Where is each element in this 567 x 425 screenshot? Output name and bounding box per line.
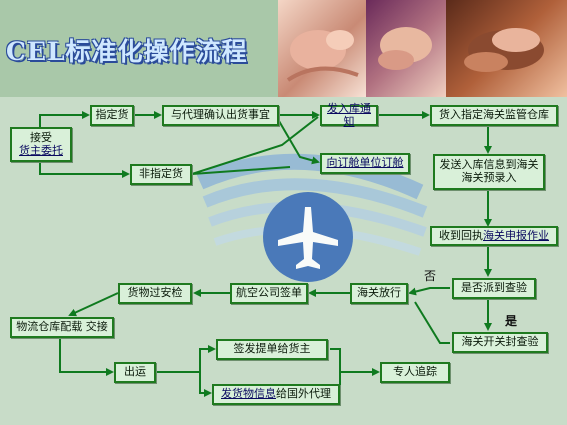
node-customs-release: 海关放行 [350,283,408,304]
node-send-info-foreign: 发货物信息给国外代理 [212,384,340,405]
hands-illustration-2 [378,27,432,70]
flowchart-area: 接受 货主委托 指定货 与代理确认出货事宜 非指定货 发入库通知 向订舱单位订舱… [0,97,567,425]
hands-illustration-3 [464,28,544,72]
label-no: 否 [424,269,437,283]
node-warehouse: 货入指定海关监管仓库 [430,105,558,126]
node-inspection-label: 是否派到查验 [461,281,527,295]
node-issue-bill-label: 签发提单给货主 [233,342,311,356]
node-send-info-foreign-label-b: 给国外代理 [276,387,331,401]
node-send-info-customs: 发送入库信息到海关 海关预录入 [433,154,545,190]
node-confirm-label: 与代理确认出货事宜 [171,108,270,122]
node-inbound-notice: 发入库通知 [320,101,378,128]
node-accept-commission: 接受 货主委托 [10,127,72,162]
node-customs-release-label: 海关放行 [357,286,401,300]
node-send-info-line1: 发送入库信息到海关 [439,158,539,172]
node-ship-out-label: 出运 [124,365,146,379]
node-receipt: 收到回执海关申报作业 [430,226,558,246]
node-ship-out: 出运 [114,362,156,383]
node-security-check-label: 货物过安检 [127,286,183,300]
node-ask-booking: 向订舱单位订舱 [320,153,410,174]
node-non-designated-cargo: 非指定货 [130,164,192,185]
label-yes: 是 [505,314,518,328]
node-security-check: 货物过安检 [118,283,192,304]
node-inbound-label: 发入库通知 [327,101,371,128]
connector-lines [39,111,492,397]
hands-photo-1 [278,0,366,97]
node-logistics-label: 物流仓库配载 交接 [16,320,108,334]
node-airline-sign: 航空公司签单 [230,283,308,304]
node-customs-inspect-label: 海关开关封查验 [461,335,539,349]
hands-photo-2 [366,0,446,97]
node-send-info-foreign-label-a: 发货物信息 [221,387,276,401]
node-tracking: 专人追踪 [380,362,450,383]
node-designated-label: 指定货 [95,108,129,122]
node-non-designated-label: 非指定货 [139,167,183,181]
node-inspection-decision: 是否派到查验 [452,278,536,299]
node-ask-booking-label: 向订舱单位订舱 [326,156,404,170]
node-logistics-handover: 物流仓库配载 交接 [10,317,114,338]
node-accept-line2: 货主委托 [19,143,63,157]
node-receipt-label-b: 海关申报作业 [483,228,549,242]
header-banner: CEL标准化操作流程 [0,0,567,97]
hands-illustration-1 [286,30,359,82]
node-customs-inspect: 海关开关封查验 [452,332,548,353]
node-airline-sign-label: 航空公司签单 [236,286,302,300]
node-issue-bill: 签发提单给货主 [216,339,328,360]
node-confirm-with-agent: 与代理确认出货事宜 [162,105,279,126]
page-title: CEL标准化操作流程 [6,37,248,66]
node-receipt-label-a: 收到回执 [439,228,483,242]
node-warehouse-label: 货入指定海关监管仓库 [439,108,549,122]
node-designated-cargo: 指定货 [90,105,134,126]
node-send-info-line2: 海关预录入 [461,171,517,184]
node-tracking-label: 专人追踪 [393,365,437,379]
node-accept-line1: 接受 [30,130,52,144]
hands-photo-3 [446,0,567,97]
